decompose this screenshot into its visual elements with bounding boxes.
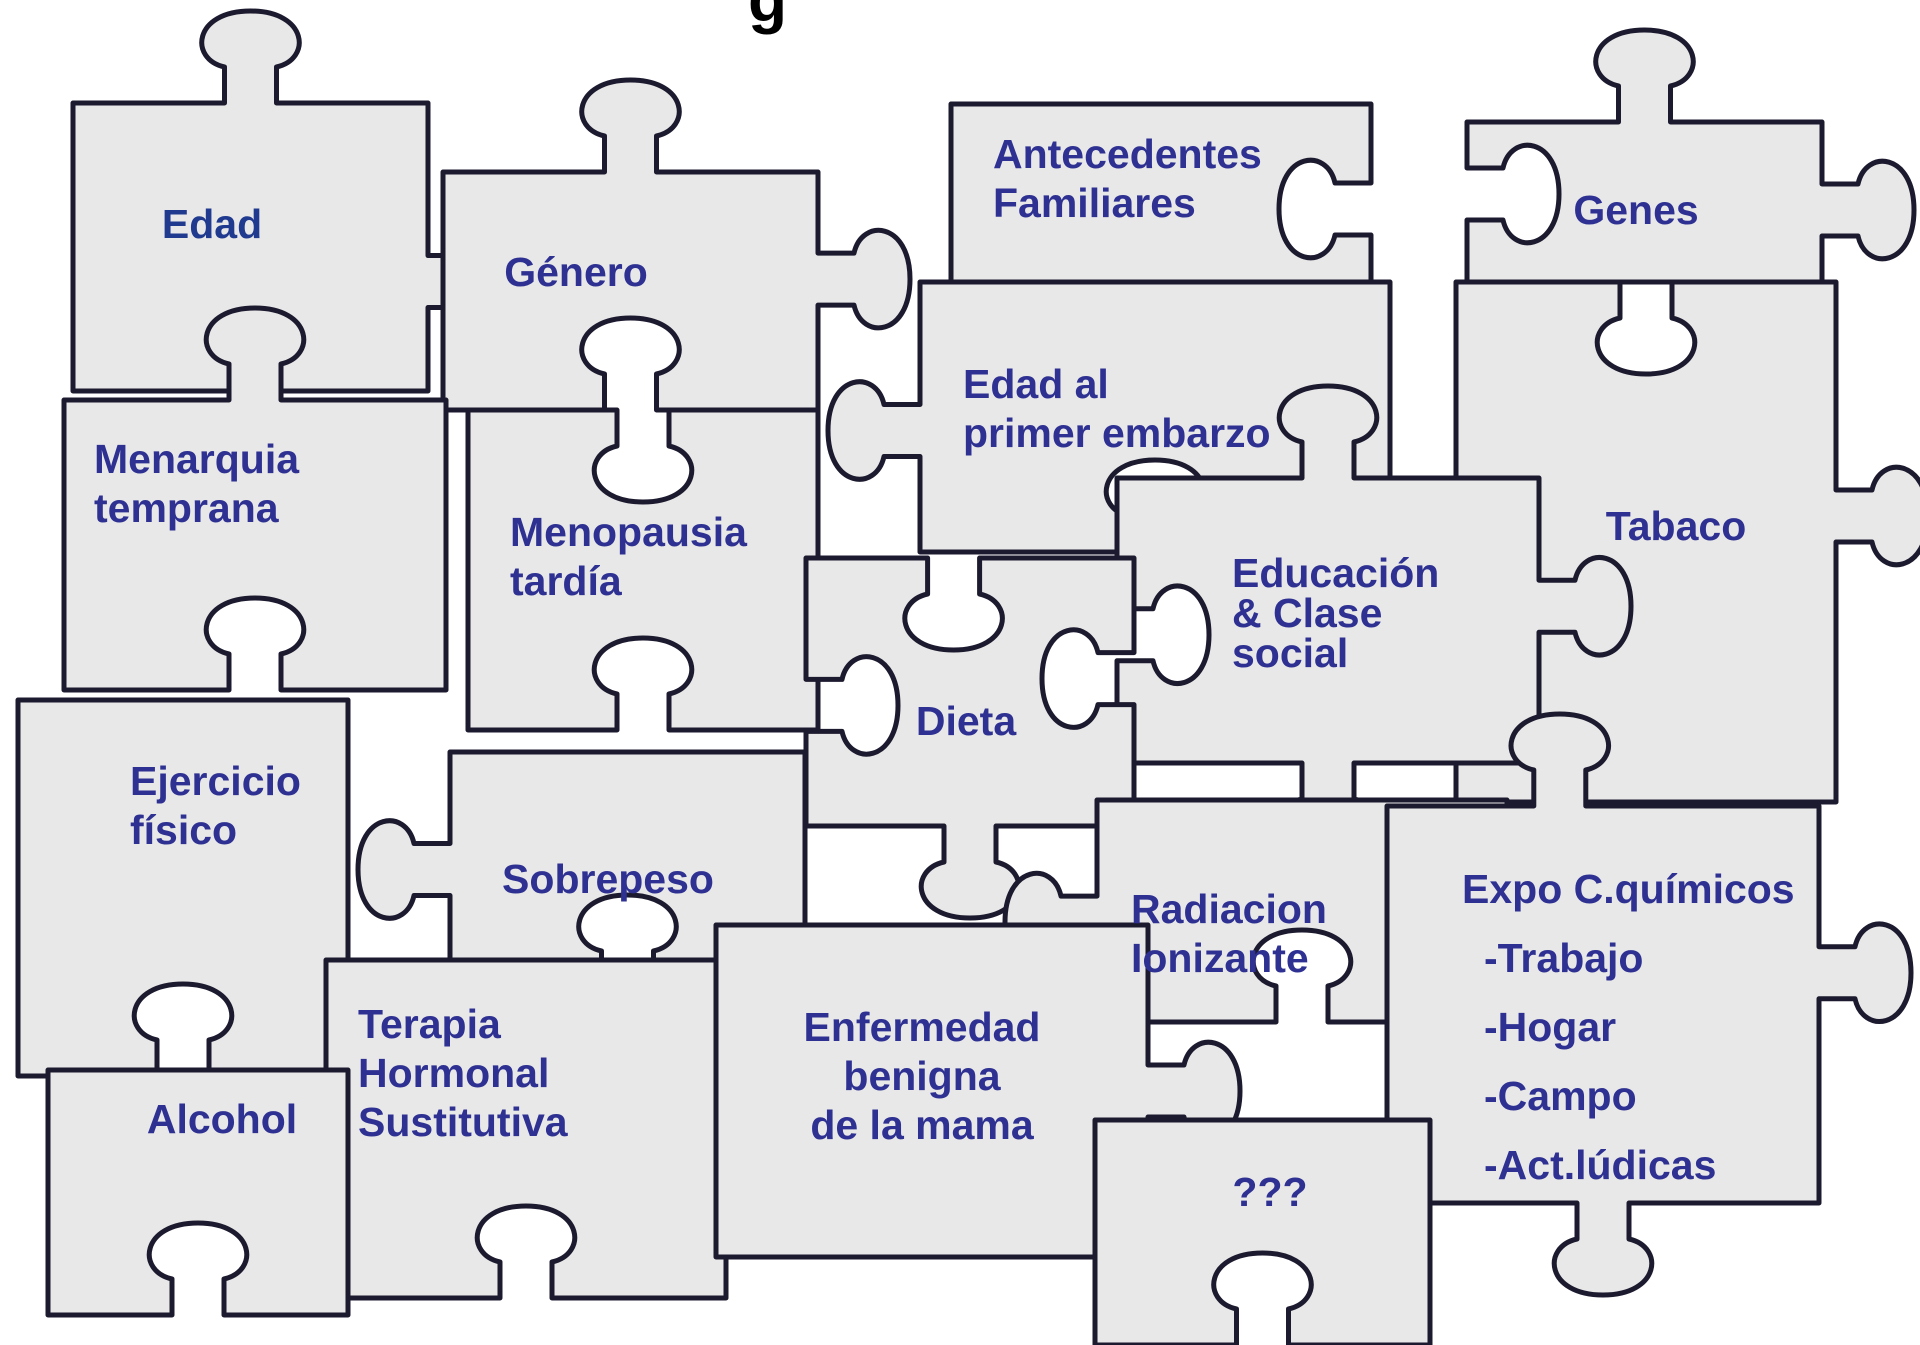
piece-label-line: -Trabajo xyxy=(1484,934,1644,981)
piece-label-line: & Clase xyxy=(1232,590,1383,637)
puzzle-piece-ejercicio xyxy=(15,697,351,1079)
piece-label-alcohol: Alcohol xyxy=(147,1095,297,1144)
piece-label-line: Familiares xyxy=(993,180,1196,227)
puzzle-piece-expo xyxy=(1384,711,1914,1298)
piece-label-line: Edad xyxy=(161,201,263,247)
puzzle-piece-menarquia xyxy=(61,305,449,693)
title-fragment: g xyxy=(748,0,787,36)
piece-label-line: Género xyxy=(504,249,648,295)
piece-label-line: temprana xyxy=(94,485,279,532)
piece-label-line: Educación xyxy=(1232,550,1440,596)
piece-label-line: Menopausia xyxy=(510,509,747,555)
piece-label-line: -Hogar xyxy=(1484,1003,1617,1050)
puzzle-piece-antecedentes xyxy=(948,101,1374,317)
piece-label-desconocido: ??? xyxy=(1232,1168,1307,1217)
piece-label-line: Terapia xyxy=(358,1001,501,1047)
piece-label-line: primer embarzo xyxy=(963,410,1271,457)
piece-label-line: físico xyxy=(130,807,238,854)
piece-label-genero: Género xyxy=(504,248,648,297)
piece-label-line: Sustitutiva xyxy=(358,1099,568,1146)
piece-label-line: Alcohol xyxy=(146,1096,298,1142)
puzzle-piece-genero xyxy=(440,77,913,413)
piece-label-line: Ejercicio xyxy=(130,758,301,804)
puzzle-piece-tabaco xyxy=(1453,279,1920,805)
piece-label-expo: Expo C.químicos -Trabajo -Hogar -Campo -Act.… xyxy=(1462,855,1795,1199)
piece-label-line: Enfermedad xyxy=(803,1004,1041,1050)
piece-label-line: tardía xyxy=(510,558,622,605)
piece-label-line: Edad al xyxy=(963,361,1109,407)
piece-label-line: social xyxy=(1232,630,1349,677)
piece-label-tabaco: Tabaco xyxy=(1606,502,1747,551)
piece-label-line: Tabaco xyxy=(1605,503,1747,549)
piece-label-line: Expo C.químicos xyxy=(1462,866,1795,912)
piece-label-line: Sobrepeso xyxy=(502,856,714,902)
piece-label-line: benigna xyxy=(843,1053,1001,1100)
piece-label-line: Dieta xyxy=(915,698,1017,744)
piece-label-line: de la mama xyxy=(810,1102,1034,1149)
piece-label-line: Ionizante xyxy=(1131,935,1309,982)
piece-label-line: -Campo xyxy=(1484,1072,1637,1119)
puzzle-piece-genes xyxy=(1464,27,1917,285)
piece-label-sobrepeso: Sobrepeso xyxy=(502,855,714,904)
piece-label-line: Hormonal xyxy=(358,1050,550,1097)
puzzle-piece-terapia xyxy=(323,957,729,1301)
piece-label-line: Genes xyxy=(1573,187,1699,233)
piece-label-line: Menarquia xyxy=(94,436,300,482)
piece-label-dieta: Dieta xyxy=(916,697,1016,746)
piece-label-line: Radiacion xyxy=(1131,886,1327,932)
piece-label-line: Antecedentes xyxy=(993,131,1262,177)
puzzle-piece-desconocido xyxy=(1092,1117,1433,1345)
puzzle-piece-alcohol xyxy=(45,1067,351,1318)
piece-label-edad: Edad xyxy=(162,200,262,249)
piece-label-line: -Act.lúdicas xyxy=(1484,1141,1717,1188)
piece-label-genes: Genes xyxy=(1573,186,1698,235)
piece-label-line: ??? xyxy=(1232,1169,1308,1215)
